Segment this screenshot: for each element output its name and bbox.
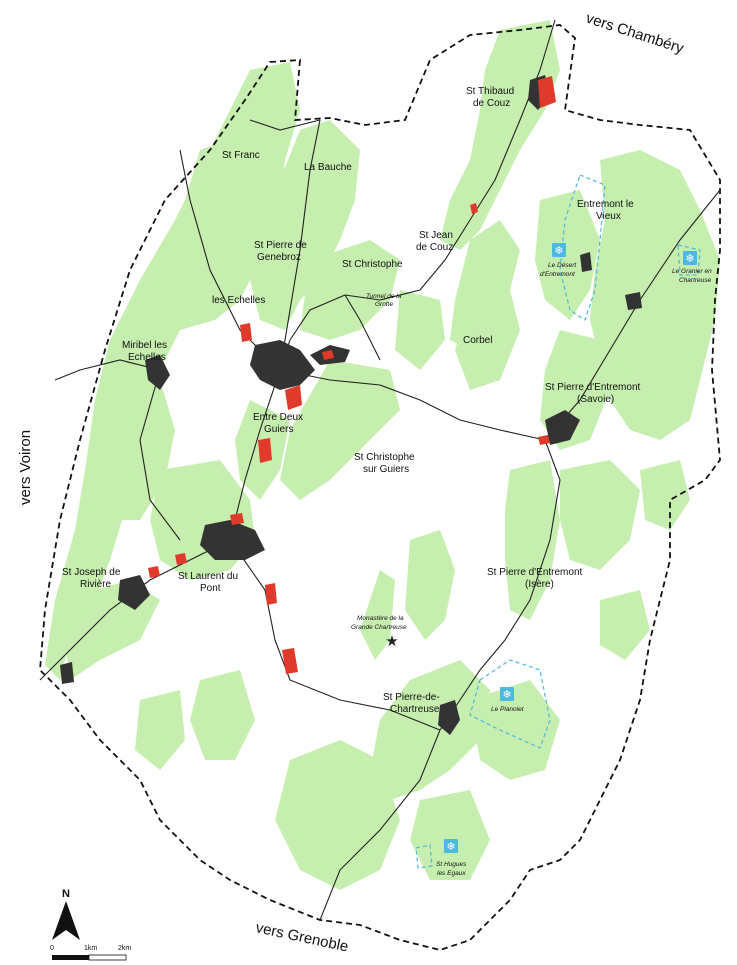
town-st-pierre-genebroz-2: Genebroz	[257, 252, 301, 263]
direction-chambery: vers Chambéry	[584, 10, 686, 58]
town-st-joseph-2: Rivière	[80, 579, 112, 590]
town-corbel: Corbel	[463, 335, 492, 346]
place-monastere: Monastère de la	[357, 615, 404, 622]
town-st-pierre-genebroz: St Pierre de	[254, 240, 307, 251]
svg-text:❄: ❄	[446, 840, 455, 853]
scale-two: 2km	[118, 945, 131, 952]
monastery-star-icon: ★	[385, 632, 398, 650]
ski-area-outlines	[415, 174, 701, 869]
north-label: N	[62, 888, 70, 900]
territory-boundary	[39, 24, 721, 951]
snowflake-icon: ❄	[683, 251, 697, 265]
svg-text:❄: ❄	[685, 252, 694, 265]
town-entre-deux-guiers-2: Guiers	[264, 424, 293, 435]
ski-st-hugues: St Hugues	[436, 861, 467, 868]
ski-desert-2: d'Entremont	[540, 271, 576, 278]
town-entre-deux-guiers: Entre Deux	[253, 412, 303, 423]
town-st-pierre-chartreuse-2: Chartreuse	[390, 704, 440, 715]
snowflake-icon: ❄	[444, 839, 458, 853]
place-tunnel: Tunnel de la	[366, 293, 402, 300]
scale-bar: 0 1km 2km	[50, 945, 131, 961]
ski-granier-2: Chartreuse	[679, 277, 712, 284]
town-st-thibaud: St Thibaud	[466, 86, 514, 97]
town-les-echelles: les Echelles	[212, 295, 265, 306]
ski-st-hugues-2: les Egaux	[437, 870, 466, 877]
town-miribel: Miribel les	[122, 340, 167, 351]
town-st-franc: St Franc	[222, 150, 260, 161]
ski-granier: Le Granier en	[672, 268, 712, 275]
ski-desert: Le Désert	[548, 262, 577, 269]
town-st-laurent: St Laurent du	[178, 571, 238, 582]
town-st-pierre-ent-savoie: St Pierre d'Entremont	[545, 382, 641, 393]
town-st-joseph: St Joseph de	[62, 567, 121, 578]
town-st-jean: St Jean	[419, 230, 453, 241]
ski-icons: ❄ ❄ ❄ ❄	[444, 243, 697, 853]
place-monastere-2: Grande Chartreuse	[351, 624, 407, 631]
scale-one: 1km	[84, 945, 97, 952]
snowflake-icon: ❄	[500, 687, 514, 701]
town-labels: St Thibaud de Couz St Franc La Bauche En…	[62, 86, 641, 715]
red-zones	[148, 76, 556, 674]
north-arrow: N	[52, 888, 80, 940]
town-entremont: Entremont le	[577, 199, 634, 210]
town-st-pierre-ent-savoie-2: (Savoie)	[577, 394, 614, 405]
town-miribel-2: Echelles	[128, 352, 166, 363]
svg-text:❄: ❄	[502, 688, 511, 701]
urban-areas	[60, 75, 642, 735]
town-st-jean-2: de Couz	[416, 242, 453, 253]
ski-planolet: Le Planolet	[491, 706, 525, 713]
town-st-pierre-ent-isere: St Pierre d'Entremont	[487, 567, 583, 578]
town-st-laurent-2: Pont	[200, 583, 221, 594]
town-st-christophe-guiers-2: sur Guiers	[363, 464, 409, 475]
town-st-pierre-ent-isere-2: (Isère)	[525, 579, 554, 590]
svg-text:❄: ❄	[554, 244, 563, 257]
town-st-christophe: St Christophe	[342, 259, 403, 270]
town-st-pierre-chartreuse: St Pierre-de-	[383, 692, 440, 703]
place-tunnel-2: Grotte	[375, 301, 393, 308]
snowflake-icon: ❄	[552, 243, 566, 257]
direction-voiron: vers Voiron	[17, 430, 34, 505]
direction-grenoble: vers Grenoble	[254, 919, 350, 955]
town-st-thibaud-2: de Couz	[473, 98, 510, 109]
town-entremont-2: Vieux	[596, 211, 621, 222]
town-st-christophe-guiers: St Christophe	[354, 452, 415, 463]
scale-zero: 0	[50, 945, 54, 952]
town-la-bauche: La Bauche	[304, 162, 352, 173]
